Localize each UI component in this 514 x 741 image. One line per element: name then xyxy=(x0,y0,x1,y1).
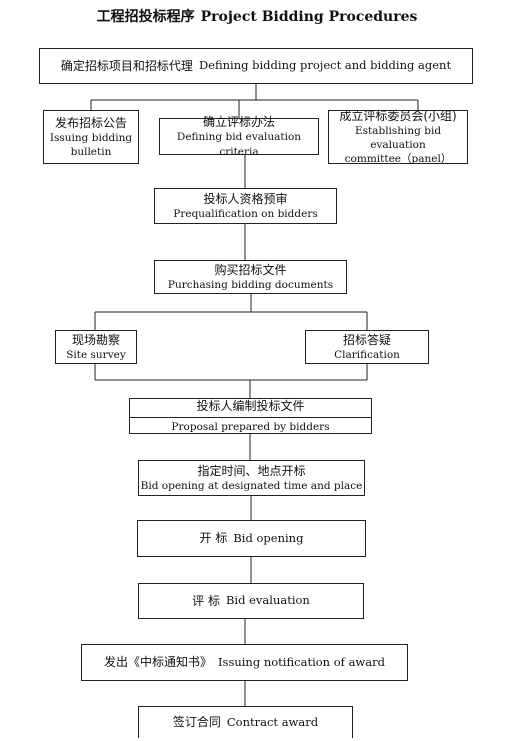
step-proposal: 投标人编制投标文件 Proposal prepared by bidders xyxy=(129,398,372,434)
step-prequalification: 投标人资格预审 Prequalification on bidders xyxy=(154,188,337,224)
page-title: 工程招投标程序 Project Bidding Procedures xyxy=(0,6,514,26)
step-contract-en: Contract award xyxy=(226,714,319,729)
step-purchase-zh: 购买招标文件 xyxy=(214,262,287,277)
step-contract-zh: 签订合同 xyxy=(172,715,221,730)
step-committee-en-line2: committee（panel） xyxy=(344,153,452,166)
step-evaluation-en: Bid evaluation xyxy=(225,593,310,608)
step-criteria-zh: 确立评标办法 xyxy=(202,115,275,130)
title-zh: 工程招投标程序 xyxy=(96,9,195,25)
step-proposal-en: Proposal prepared by bidders xyxy=(171,420,330,433)
step-define-project: 确定招标项目和招标代理 Defining bidding project and… xyxy=(39,48,473,84)
step-purchase-en: Purchasing bidding documents xyxy=(167,279,334,291)
step-designated-opening: 指定时间、地点开标 Bid opening at designated time… xyxy=(138,460,365,496)
step-notification-zh: 发出《中标通知书》 xyxy=(103,655,212,670)
step-notification-en: Issuing notification of award xyxy=(218,654,385,669)
step-site-survey: 现场勘察 Site survey xyxy=(55,330,137,364)
step-opening-zh: 开 标 xyxy=(199,531,228,546)
step-criteria-en: Defining bid evaluation criteria xyxy=(176,131,302,158)
title-en: Project Bidding Procedures xyxy=(200,9,418,25)
step-establish-committee: 成立评标委员会(小组) Establishing bid evaluation … xyxy=(328,108,468,166)
step-bid-opening: 开 标 Bid opening xyxy=(137,520,366,557)
step-clarification: 招标答疑 Clarification xyxy=(305,330,429,364)
step-define-en: Defining bidding project and bidding age… xyxy=(198,58,452,73)
step-notification: 发出《中标通知书》 Issuing notification of award xyxy=(81,644,408,681)
step-proposal-divider xyxy=(130,416,371,418)
step-opening-en: Bid opening xyxy=(233,530,304,545)
step-issue-bulletin: 发布招标公告 Issuing bidding bulletin xyxy=(43,110,139,164)
step-define-criteria: 确立评标办法 Defining bid evaluation criteria xyxy=(159,115,319,158)
step-prequal-zh: 投标人资格预审 xyxy=(203,191,288,206)
step-designated-en: Bid opening at designated time and place xyxy=(140,480,363,492)
step-bulletin-en-line2: bulletin xyxy=(70,146,112,159)
step-prequal-en: Prequalification on bidders xyxy=(173,208,318,220)
step-committee-en-line1: Establishing bid evaluation xyxy=(354,124,442,152)
step-bid-evaluation: 评 标 Bid evaluation xyxy=(138,583,364,619)
step-contract-award: 签订合同 Contract award xyxy=(138,706,353,738)
step-clarify-en: Clarification xyxy=(334,349,400,361)
step-designated-zh: 指定时间、地点开标 xyxy=(197,463,306,478)
step-proposal-zh: 投标人编制投标文件 xyxy=(196,399,305,414)
step-clarify-zh: 招标答疑 xyxy=(342,332,391,347)
step-committee-zh: 成立评标委员会(小组) xyxy=(339,108,457,123)
step-evaluation-zh: 评 标 xyxy=(192,593,220,608)
step-survey-zh: 现场勘察 xyxy=(71,332,120,347)
step-survey-en: Site survey xyxy=(66,349,126,361)
step-bulletin-en-line1: Issuing bidding xyxy=(49,131,133,144)
step-define-zh: 确定招标项目和招标代理 xyxy=(60,58,193,73)
step-purchase-documents: 购买招标文件 Purchasing bidding documents xyxy=(154,260,347,294)
step-bulletin-zh: 发布招标公告 xyxy=(54,115,127,130)
